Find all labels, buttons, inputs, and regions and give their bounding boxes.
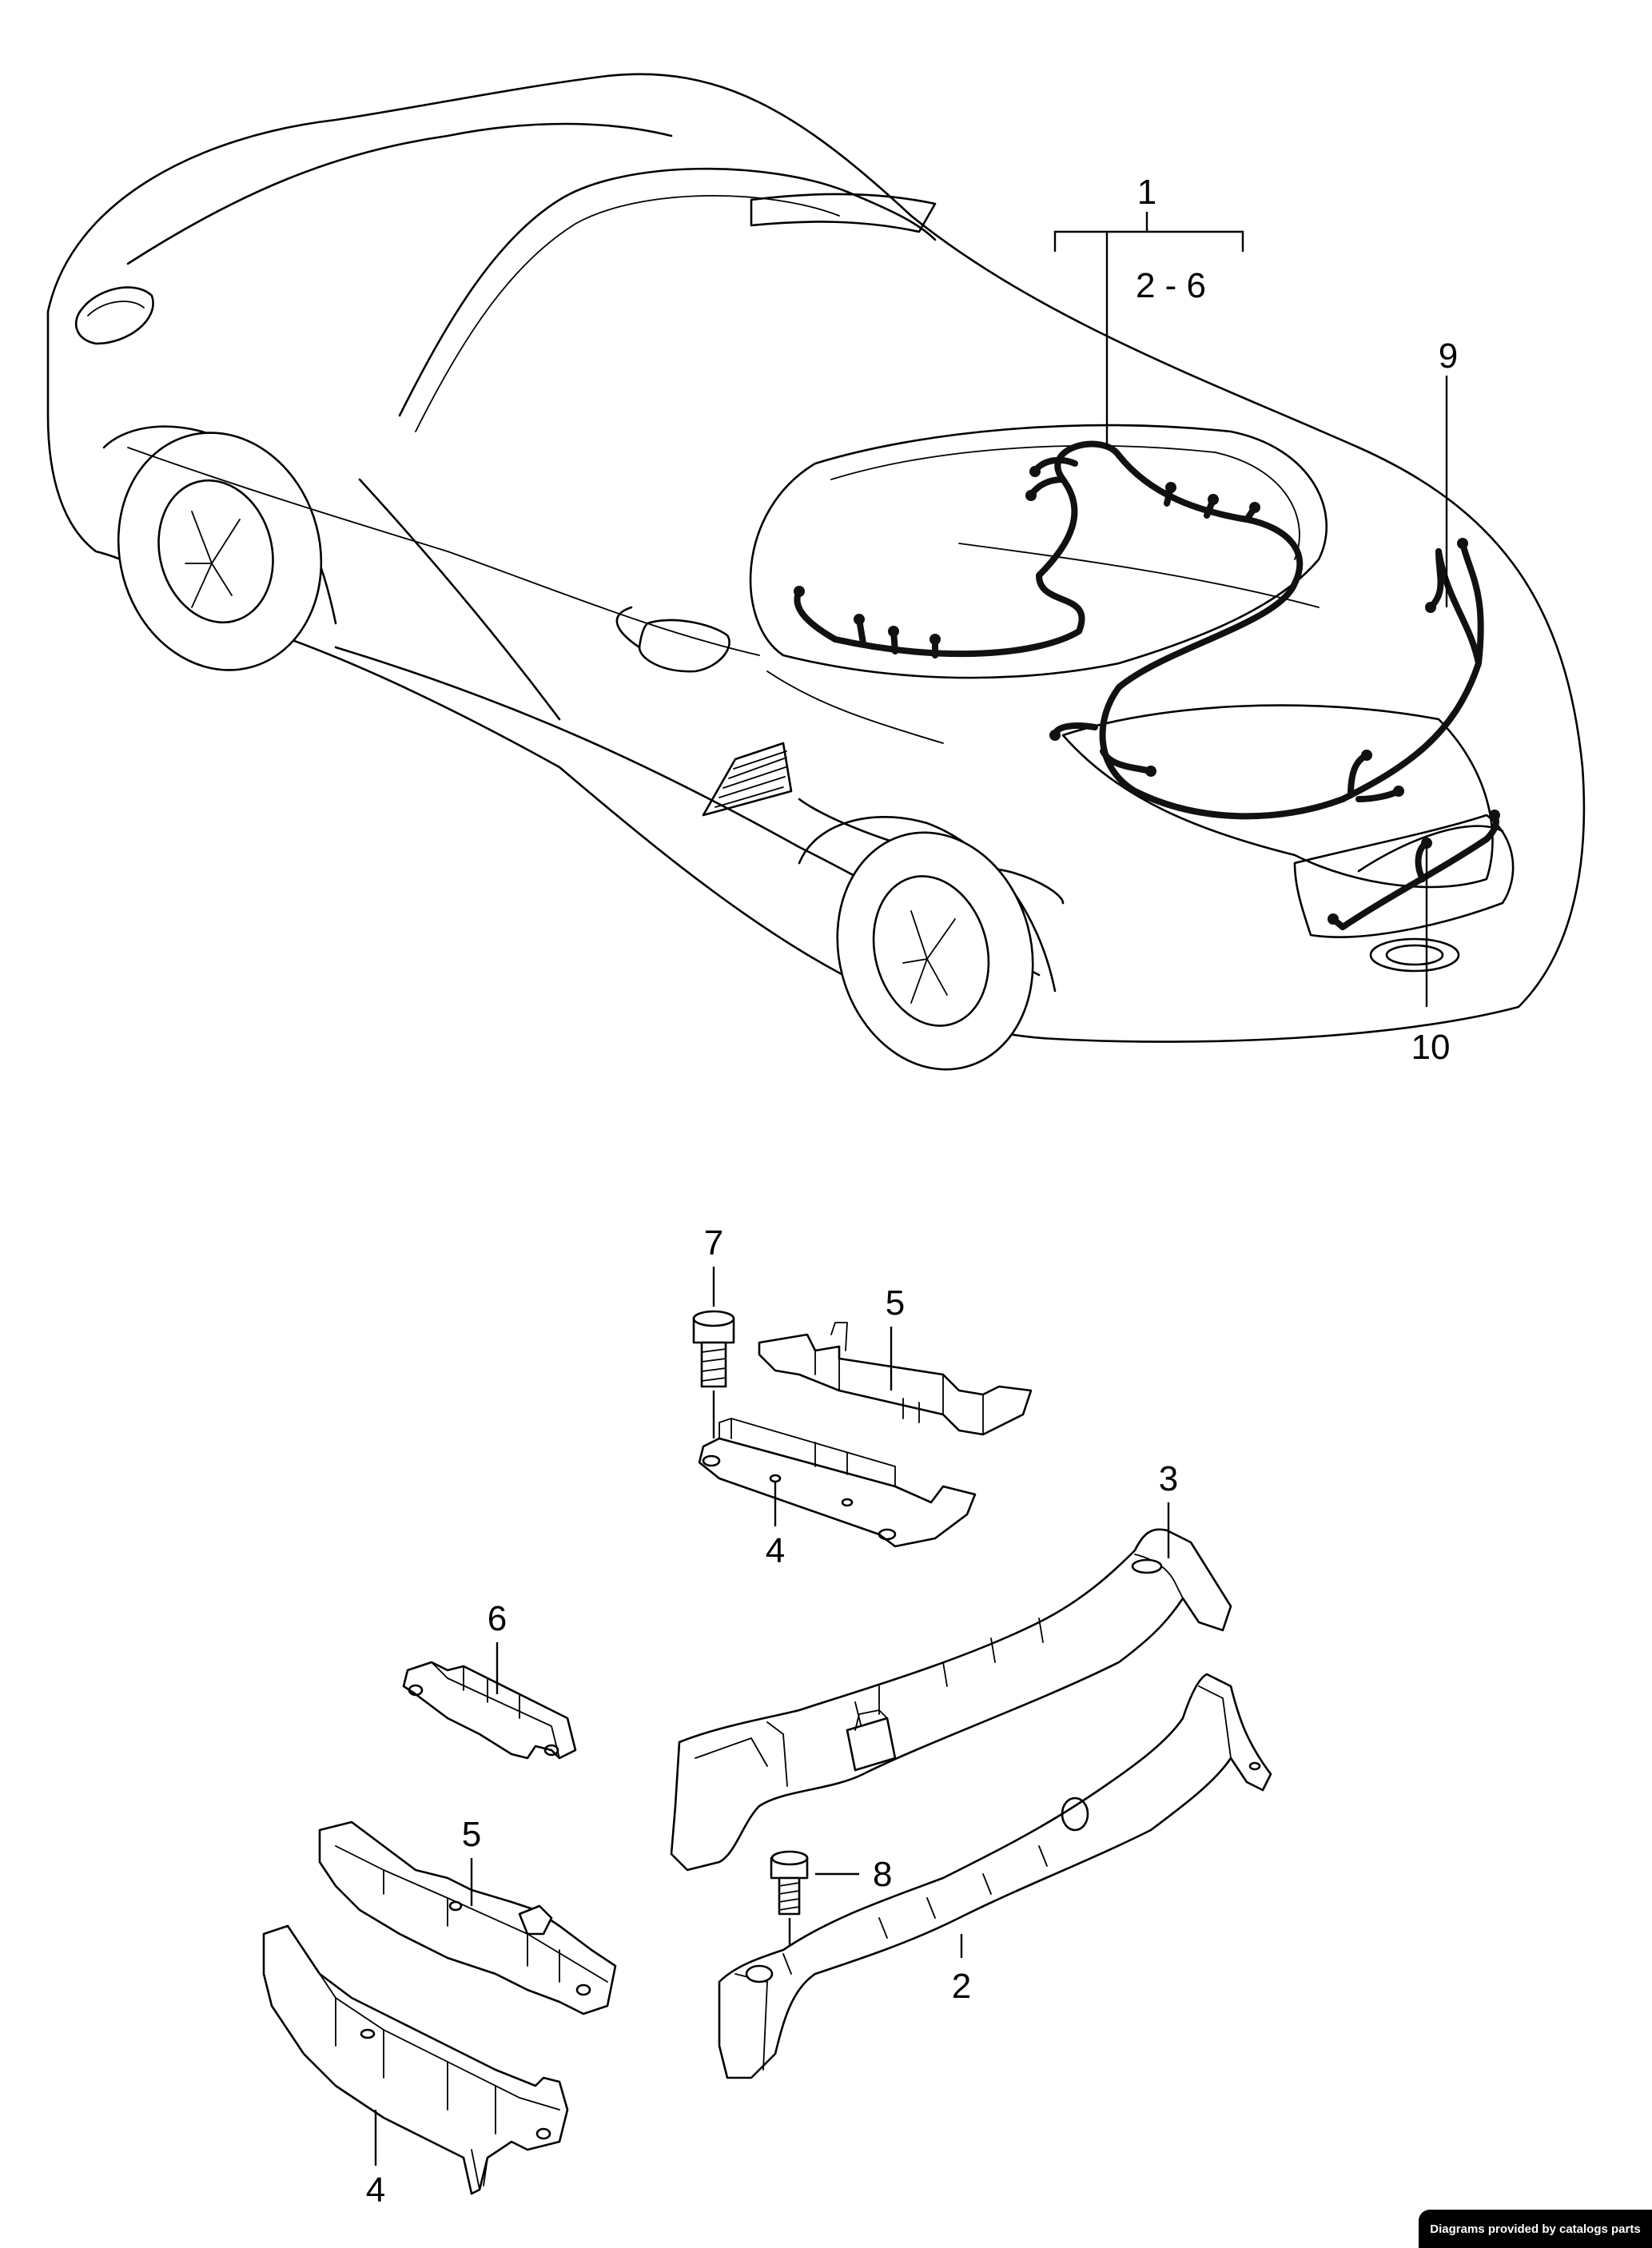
duct-3-drawing [670,1502,1232,1872]
callout-4-lower: 4 [366,2170,385,2210]
callout-3: 3 [1159,1459,1178,1498]
callout-6: 6 [488,1599,507,1638]
callout-2-6: 2 - 6 [1136,266,1206,305]
bracket-5-top-drawing [758,1322,1033,1436]
callout-4-top: 4 [766,1531,785,1570]
callout-10: 10 [1411,1028,1451,1067]
carrier-4-top-drawing [698,1418,977,1548]
vehicle-illustration [46,73,1586,1071]
clip-6-drawing [402,1642,577,1760]
callout-1: 1 [1137,173,1156,212]
car-leaders [1053,212,1448,1007]
bracket-5-lower-drawing [318,1820,617,2015]
callout-2: 2 [952,1967,971,2006]
channel-2-drawing [718,1673,1272,2079]
carrier-4-lower-drawing [262,1924,569,2195]
bolt-7-drawing [692,1267,735,1438]
callout-8: 8 [873,1855,892,1894]
callout-7: 7 [704,1223,723,1263]
callout-5-lower: 5 [462,1815,481,1854]
credit-badge: Diagrams provided by catalogs parts [1419,2210,1652,2248]
callout-5-top: 5 [886,1283,905,1323]
bolt-8-drawing [770,1850,859,1966]
callout-9: 9 [1439,336,1458,376]
wiring-harness [794,440,1500,930]
